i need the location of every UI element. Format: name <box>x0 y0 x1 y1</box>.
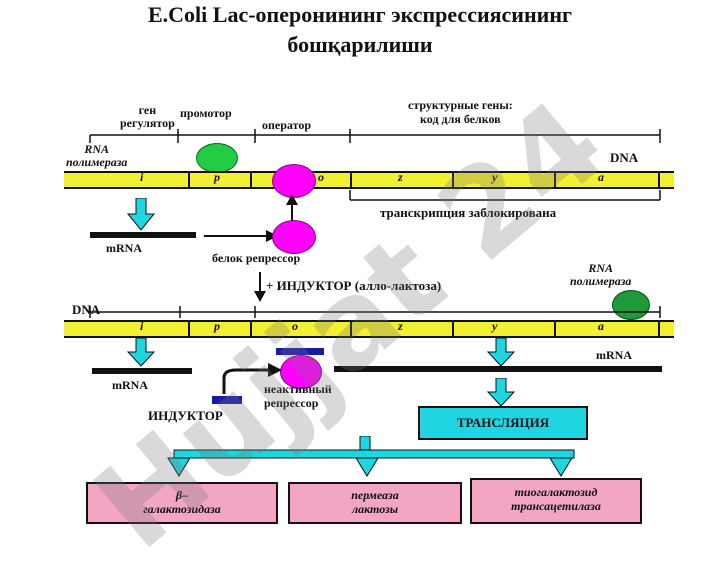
mrna-bottom-right-bar <box>334 366 662 372</box>
inductor-label: ИНДУКТОР <box>148 408 223 423</box>
operator-label: оператор <box>262 118 312 132</box>
repressor-bound <box>272 164 316 198</box>
structural-genes-line1: структурные гены: <box>408 98 513 112</box>
inactive-repressor <box>280 355 322 389</box>
gene-z-top: z <box>398 170 403 184</box>
title-line-1: E.Coli Lac-оперонининг экспрессиясининг <box>147 2 572 27</box>
dna-label-top: DNA <box>610 150 639 165</box>
mrna-bottom-left-bar <box>92 368 192 374</box>
gene-o-top: o <box>318 170 324 184</box>
arrow-down-i-top <box>126 198 156 231</box>
inactive-repressor-line1: неактивный <box>264 382 332 396</box>
page-title: E.Coli Lac-оперонининг экспрессиясининг … <box>0 0 720 60</box>
dna-strand-top <box>64 171 674 189</box>
mrna-label-bottom-right: mRNA <box>596 348 632 362</box>
translation-box: ТРАНСЛЯЦИЯ <box>418 406 588 440</box>
gene-z-bottom: z <box>398 319 403 333</box>
enzyme-2-line2: лактозы <box>351 502 399 516</box>
enzyme-1-line1: β– <box>175 488 189 502</box>
gene-regulator-label: ген регулятор <box>120 104 175 130</box>
arrow-down-i-bottom <box>126 338 156 367</box>
rna-polymerase2-label: RNA полимераза <box>570 262 631 288</box>
rna-polymerase-line2: полимераза <box>66 155 128 169</box>
structural-genes-line2: код для белков <box>420 112 501 126</box>
gene-p-bottom: p <box>214 319 220 333</box>
rna-polymerase2-line2: полимераза <box>570 274 632 288</box>
gene-regulator-line2: регулятор <box>120 116 175 130</box>
rna-polymerase2-line1: RNA <box>588 261 614 275</box>
gene-a-top: a <box>598 170 604 184</box>
mrna-label-bottom-left: mRNA <box>112 378 148 392</box>
translation-branch-arrows <box>167 436 575 477</box>
gene-ticks-bottom <box>89 306 661 318</box>
arrow-down-y-bottom <box>486 338 516 367</box>
inactive-repressor-line2: репрессор <box>264 396 319 410</box>
enzyme-box-2: пермеаза лактозы <box>288 482 462 524</box>
inductor-bar-top <box>276 348 324 355</box>
mrna-label-top: mRNA <box>106 241 142 255</box>
gene-regulator-line1: ген <box>138 103 157 117</box>
gene-y-bottom: y <box>492 319 498 333</box>
enzyme-1-line2: галактозидаза <box>143 502 221 516</box>
rna-polymerase-label: RNA полимераза <box>66 143 127 169</box>
arrow-to-repressor <box>204 230 278 242</box>
rna-polymerase-line1: RNA <box>84 142 110 156</box>
gene-bracket <box>89 129 661 143</box>
gene-a-bottom: a <box>598 319 604 333</box>
arrow-repressor-up <box>286 194 298 222</box>
mrna-top-bar <box>90 232 196 238</box>
inductor-line-label: + ИНДУКТОР (алло-лактоза) <box>266 278 442 293</box>
gene-p-top: p <box>214 170 220 184</box>
arrow-inductor-binding <box>222 363 282 394</box>
blocked-bracket <box>349 190 661 201</box>
enzyme-box-1: β– галактозидаза <box>86 482 278 524</box>
gene-y-top: y <box>492 170 498 184</box>
gene-o-bottom: o <box>292 319 298 333</box>
arrow-to-translation <box>486 378 516 407</box>
dna-label-bottom: DNA <box>72 302 101 317</box>
arrow-inductor-down <box>254 272 266 302</box>
transcription-blocked-label: транскрипция заблокирована <box>380 205 557 220</box>
promoter-label: промотор <box>180 106 232 120</box>
gene-i-bottom: i <box>140 319 144 333</box>
structural-genes-label: структурные гены: код для белков <box>408 98 513 126</box>
enzyme-3-line1: тиогалактозид <box>514 485 598 499</box>
inactive-repressor-label: неактивный репрессор <box>264 382 332 410</box>
repressor-protein-label: белок репрессор <box>212 251 301 265</box>
title-line-2: бошқарилиши <box>287 32 433 57</box>
enzyme-2-line1: пермеаза <box>351 488 399 502</box>
dna-strand-bottom <box>64 320 674 338</box>
inductor-bar-bottom <box>212 396 242 404</box>
gene-i-top: i <box>140 170 144 184</box>
repressor-free <box>272 220 316 254</box>
rna-polymerase-blob-bottom <box>612 290 650 320</box>
enzyme-3-line2: трансацетилаза <box>511 499 601 513</box>
rna-polymerase-blob-top <box>196 143 238 173</box>
enzyme-box-3: тиогалактозид трансацетилаза <box>470 478 642 524</box>
